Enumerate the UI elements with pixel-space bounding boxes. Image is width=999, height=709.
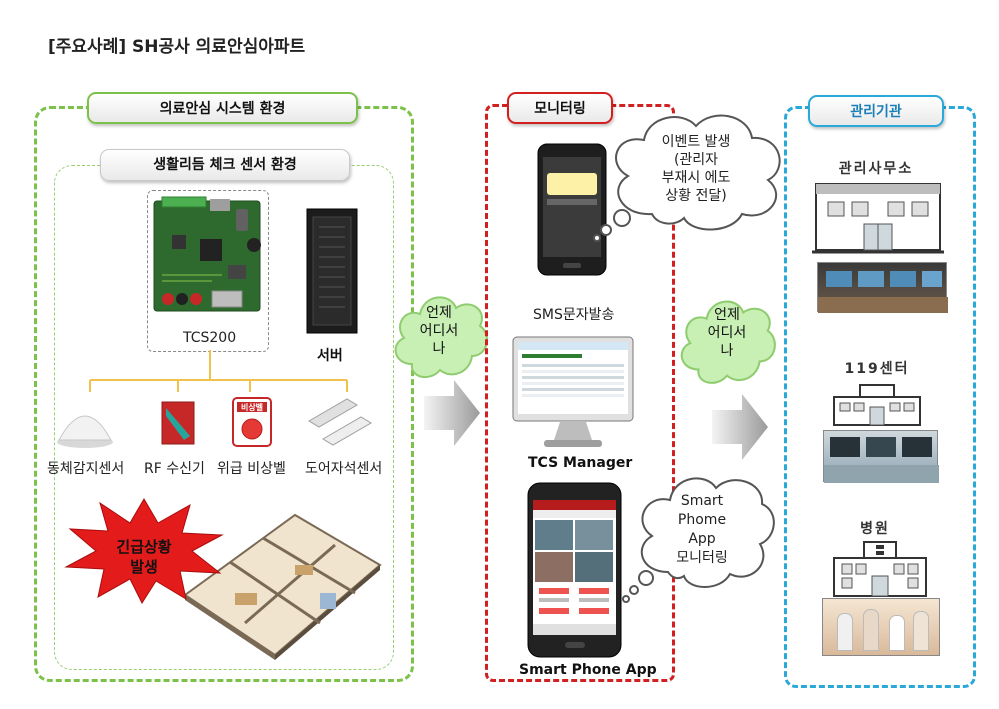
agencies-header: 관리기관 — [808, 95, 944, 127]
arrow-to-monitoring-icon — [424, 380, 480, 446]
anytime-cloud-right-icon — [680, 300, 776, 384]
anytime-cloud-left-text: 언제 어디서 나 — [419, 305, 459, 357]
sensor-connector-lines — [89, 350, 348, 392]
office-control-room-photo — [817, 262, 948, 313]
sensor-label-motion: 동체감지센서 — [47, 461, 125, 477]
app-bubble-icon — [622, 477, 775, 603]
event-bubble-text: 이벤트 발생 (관리자 부재시 에도 상황 전달) — [661, 134, 731, 204]
smartphone-app-image — [527, 482, 622, 658]
emergency-bell-button-text: 비상벨 — [240, 403, 264, 412]
server-rack-image — [306, 208, 358, 334]
phone-event-image — [537, 143, 607, 276]
tcs200-label: TCS200 — [183, 330, 237, 346]
tcs200-frame — [147, 190, 269, 352]
server-label: 서버 — [317, 348, 343, 364]
page-title: [주요사례] SH공사 의료안심아파트 — [48, 37, 306, 57]
tcs-manager-monitor-image — [512, 336, 634, 447]
apartment-floorplan-image — [183, 513, 382, 660]
agency-label-office: 관리사무소 — [838, 161, 914, 177]
emergency-bell-image — [232, 397, 272, 447]
agency-label-hospital: 병원 — [860, 521, 890, 537]
rf-receiver-image — [161, 401, 195, 445]
app-bubble-text: Smart Phome App 모니터링 — [676, 493, 728, 566]
arrow-to-agencies-icon — [712, 394, 768, 460]
emergency-burst-icon — [64, 498, 224, 605]
motion-sensor-image — [57, 415, 113, 448]
hospital-photo — [822, 598, 940, 656]
sensor-label-bell: 위급 비상벨 — [217, 461, 286, 477]
anytime-cloud-left-icon — [394, 296, 488, 379]
119-center-photo — [823, 430, 939, 483]
emergency-text: 긴급상황 발생 — [116, 538, 172, 576]
door-sensor-image — [308, 398, 372, 446]
tcs-manager-label: TCS Manager — [528, 455, 633, 471]
event-bubble-icon — [593, 114, 781, 242]
anytime-cloud-right-text: 언제 어디서 나 — [707, 307, 747, 359]
sms-label: SMS문자발송 — [533, 307, 615, 323]
sensor-label-door: 도어자석센서 — [305, 461, 383, 477]
sensor-environment-header: 생활리듬 체크 센서 환경 — [100, 149, 350, 181]
fire-station-building-icon — [833, 384, 921, 426]
agency-label-119: 119센터 — [844, 361, 910, 377]
smartphone-app-label: Smart Phone App — [519, 662, 657, 678]
monitoring-header: 모니터링 — [507, 92, 613, 124]
hospital-building-icon — [833, 541, 927, 597]
environment-header: 의료안심 시스템 환경 — [87, 92, 358, 124]
sensor-label-rf: RF 수신기 — [144, 461, 205, 477]
tcs200-board-image — [153, 196, 261, 312]
office-building-icon — [812, 183, 944, 254]
